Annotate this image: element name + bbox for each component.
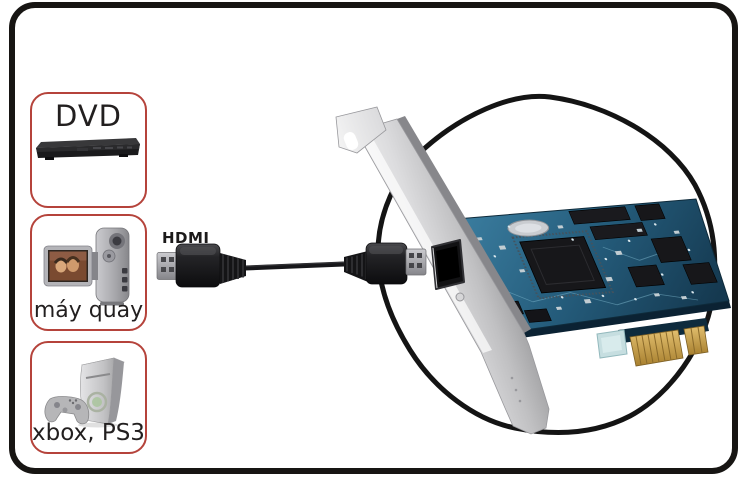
dvd-label: DVD [55, 99, 122, 133]
outer-frame [9, 2, 738, 474]
dvd-player-icon [36, 138, 140, 160]
source-box-dvd: DVD [30, 92, 147, 208]
hdmi-port [431, 239, 465, 302]
hdmi-cable-icon [156, 242, 427, 288]
source-box-camcorder: máy quay [30, 214, 147, 331]
source-box-game-consoles: xbox, PS3 [30, 341, 147, 454]
pcie-gold-fingers [618, 318, 709, 367]
hdmi-cable-left-plug [156, 243, 246, 288]
cable-wire [244, 261, 345, 271]
pcie-capture-card-icon [335, 106, 731, 435]
game-consoles-label: xbox, PS3 [32, 420, 145, 446]
hdmi-cable-right-plug [344, 242, 427, 285]
hdmi-cable-label: HDMI [162, 229, 210, 247]
camcorder-label: máy quay [33, 298, 144, 323]
camcorder-icon [43, 227, 130, 306]
game-console-icon [44, 357, 126, 428]
